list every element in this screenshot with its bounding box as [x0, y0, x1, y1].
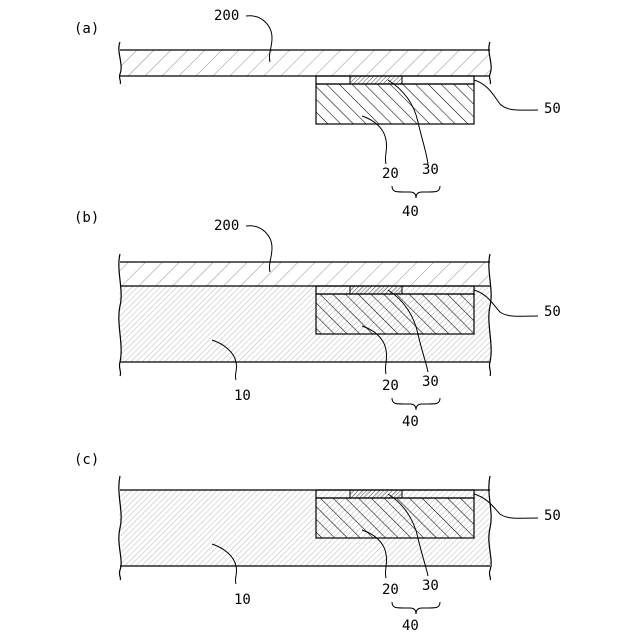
group-label: 40: [402, 204, 419, 220]
gap-label: 50: [544, 304, 561, 320]
mold-label: 10: [234, 592, 251, 608]
chip: [316, 294, 474, 334]
chip: [316, 498, 474, 538]
group-label: 40: [402, 618, 419, 634]
bump-label: 30: [422, 374, 439, 390]
group-brace: [392, 186, 440, 198]
substrate-label: 200: [214, 218, 239, 234]
panel-label: (b): [74, 210, 99, 226]
panel-label: (a): [74, 21, 99, 37]
chip-label: 20: [382, 166, 399, 182]
chip-label: 20: [382, 378, 399, 394]
bump: [350, 286, 402, 294]
group-brace: [392, 602, 440, 614]
group-label: 40: [402, 414, 419, 430]
gap-label: 50: [544, 101, 561, 117]
chip-label: 20: [382, 582, 399, 598]
chip: [316, 84, 474, 124]
substrate: [119, 50, 491, 76]
bump-label: 30: [422, 578, 439, 594]
panel-c: (c) 50 20 30 10 40: [74, 452, 561, 634]
bump: [350, 76, 402, 84]
group-brace: [392, 398, 440, 410]
panel-a: (a) 200 50 20 30 40: [74, 8, 561, 220]
bump-label: 30: [422, 162, 439, 178]
panel-label: (c): [74, 452, 99, 468]
substrate-label: 200: [214, 8, 239, 24]
gap-label: 50: [544, 508, 561, 524]
mold-label: 10: [234, 388, 251, 404]
panel-b: (b) 200 50 20 30 10 40: [74, 210, 561, 430]
bump: [350, 490, 402, 498]
substrate: [119, 262, 491, 286]
